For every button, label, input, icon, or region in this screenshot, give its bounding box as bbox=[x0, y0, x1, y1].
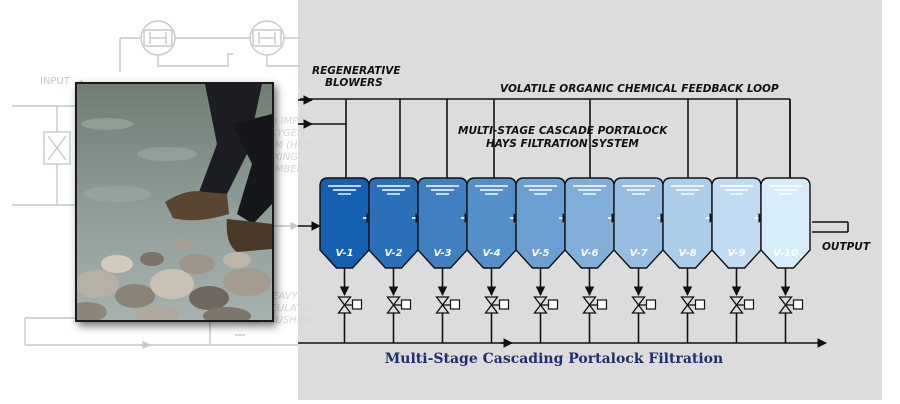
valve-icon bbox=[582, 296, 608, 314]
system-label-line-1: MULTI-STAGE CASCADE PORTALOCK bbox=[458, 125, 668, 137]
valve-icon bbox=[729, 296, 755, 314]
valve-icon bbox=[680, 296, 706, 314]
vessel-label: V-1 bbox=[335, 248, 353, 259]
valve-icon bbox=[631, 296, 657, 314]
vessel-4: V-4 bbox=[466, 177, 523, 343]
diagram-caption: Multi-Stage Cascading Portalock Filtrati… bbox=[385, 351, 723, 367]
vessel-2: V-2 bbox=[368, 177, 425, 343]
heavy-label-line-1: EAVY bbox=[272, 291, 299, 302]
feedback-loop-label: VOLATILE ORGANIC CHEMICAL FEEDBACK LOOP bbox=[500, 83, 779, 95]
valve-icon bbox=[533, 296, 559, 314]
vessel-label: V-6 bbox=[580, 248, 598, 259]
vessel-9: V-9 bbox=[711, 177, 768, 343]
vessel-label: V-2 bbox=[384, 248, 402, 259]
output-label: OUTPUT bbox=[822, 241, 871, 253]
vessel-label: V-5 bbox=[531, 248, 549, 259]
vessel-label: V-4 bbox=[482, 248, 500, 259]
vessel-label: V-8 bbox=[678, 248, 696, 259]
vessel-row: V-1 V-2 V-3 V-4 V-5 V-6 V-7 V-8 V-9 V-10 bbox=[319, 177, 811, 343]
valve-icon bbox=[435, 296, 461, 314]
vessel-body bbox=[760, 177, 811, 269]
input-label: INPUT bbox=[40, 76, 71, 87]
valve-icon bbox=[778, 296, 804, 314]
hios-label-line-5: AMBER bbox=[267, 164, 304, 175]
photo-image bbox=[75, 82, 274, 322]
heavy-label-line-2: CULATES bbox=[270, 303, 315, 314]
heavy-label-line-3: AND FLUSHING bbox=[238, 315, 315, 326]
vessel-label: V-9 bbox=[727, 248, 745, 259]
vessel-label: V-10 bbox=[773, 248, 798, 259]
blower-icon bbox=[249, 20, 300, 56]
valve-icon bbox=[337, 296, 363, 314]
hios-label-line-1: H IMPACT bbox=[270, 116, 319, 127]
hios-label-line-2: XYGEN bbox=[269, 128, 305, 139]
hios-label-line-3: EM (HIOS) bbox=[268, 140, 319, 151]
vessel-10: V-10 bbox=[760, 177, 811, 343]
blowers-label-line-1: REGENERATIVE bbox=[312, 65, 401, 77]
blowers-label-line-2: BLOWERS bbox=[325, 77, 383, 89]
hios-label-line-4: IXING bbox=[270, 152, 298, 163]
pipe-network bbox=[298, 95, 849, 348]
stream-photo-art bbox=[77, 84, 272, 320]
faded-left-section bbox=[12, 20, 300, 350]
vessel-label: V-7 bbox=[629, 248, 647, 259]
mixing-chamber-icon bbox=[43, 131, 71, 165]
vessel-label: V-3 bbox=[433, 248, 451, 259]
vessel-8: V-8 bbox=[662, 177, 719, 343]
blower-icon bbox=[120, 20, 250, 56]
system-label-line-2: HAYS FILTRATION SYSTEM bbox=[486, 138, 639, 150]
valve-icon bbox=[484, 296, 510, 314]
valve-icon bbox=[386, 296, 412, 314]
